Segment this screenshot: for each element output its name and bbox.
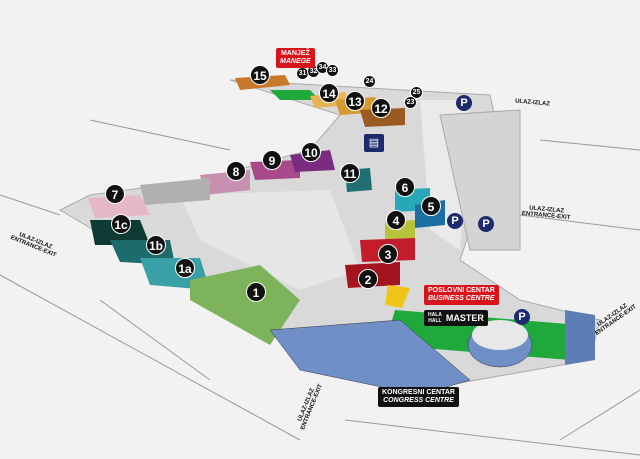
building-marker[interactable]: 10 (301, 142, 321, 162)
building-marker[interactable]: 25 (410, 86, 423, 99)
building-marker[interactable]: 1c (111, 214, 131, 234)
building-marker[interactable]: 7 (105, 184, 125, 204)
building-marker[interactable]: 6 (395, 177, 415, 197)
building-marker[interactable]: 1b (146, 235, 166, 255)
parking-icon: P (456, 95, 472, 111)
congress-label-en: CONGRESS CENTRE (383, 397, 454, 404)
hall-text: HALL (428, 318, 442, 324)
building-marker[interactable]: 23 (404, 96, 417, 109)
business-label-en: BUSINESS CENTRE (428, 295, 495, 302)
hala-text: HALA (428, 312, 442, 318)
building-marker[interactable]: 2 (358, 269, 378, 289)
building-marker[interactable]: 4 (386, 210, 406, 230)
building-marker[interactable]: 8 (226, 161, 246, 181)
building-marker[interactable]: 15 (250, 65, 270, 85)
congress-label-sr: KONGRESNI CENTAR (382, 389, 455, 396)
building-marker[interactable]: 12 (371, 98, 391, 118)
manege-label-en: MANEGE (280, 58, 311, 65)
parking-icon: P (514, 309, 530, 325)
building-marker[interactable]: 1a (175, 258, 195, 278)
bed-icon: ▤ (364, 134, 384, 152)
building-marker[interactable]: 11 (340, 163, 360, 183)
business-label-sr: POSLOVNI CENTAR (428, 287, 495, 294)
building-marker[interactable]: 13 (345, 91, 365, 111)
building-marker[interactable]: 1 (246, 282, 266, 302)
building-marker[interactable]: 5 (421, 196, 441, 216)
building-marker[interactable]: 24 (363, 75, 376, 88)
building-marker[interactable]: 9 (262, 150, 282, 170)
building-marker[interactable]: 14 (319, 83, 339, 103)
building-marker[interactable]: 33 (326, 64, 339, 77)
manege-label-sr: MANJEŽ (280, 50, 310, 57)
hall-name: MASTER (445, 313, 484, 323)
building-marker[interactable]: 3 (378, 244, 398, 264)
parking-icon: P (478, 216, 494, 232)
parking-icon: P (447, 213, 463, 229)
